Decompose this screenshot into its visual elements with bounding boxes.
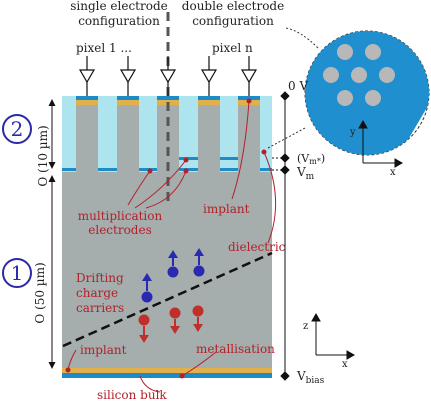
- silicon-pillars: [76, 100, 260, 172]
- charge-carriers-red: [138, 305, 204, 343]
- implant-upper-label: implant: [203, 202, 250, 216]
- voltage-axis: [272, 91, 290, 381]
- voltage-vm-star: (Vm*): [297, 153, 325, 166]
- multiplication-label-2: electrodes: [88, 223, 152, 237]
- config-single-line2: configuration: [78, 14, 160, 28]
- voltage-vm-sub: m: [305, 172, 315, 182]
- inset-connectors: [267, 27, 319, 149]
- voltage-vm-star-close: ): [320, 152, 326, 165]
- drifting-label-1: Drifting: [76, 271, 124, 285]
- annotation-dots: [65, 98, 267, 379]
- voltage-zero: 0 V: [288, 79, 309, 93]
- inset-axis-x: x: [390, 167, 396, 178]
- main-axis-x: x: [342, 359, 348, 370]
- annotation-leaders: [67, 100, 277, 393]
- config-single-line1: single electrode: [70, 0, 168, 13]
- charge-carriers-blue: [141, 248, 205, 303]
- voltage-bias-base: V: [297, 369, 306, 383]
- bottom-metallisation: [62, 373, 272, 378]
- inset-electrode-dots: [323, 44, 395, 106]
- silicon-bulk-region: [62, 172, 272, 368]
- inset-axis-y: y: [350, 127, 356, 138]
- drifting-label-3: carriers: [76, 301, 125, 315]
- thickness-top-label: O (10 µm): [36, 125, 50, 187]
- voltage-vm-star-open: (V: [297, 152, 310, 165]
- hexagon-pattern-icon: [305, 31, 429, 155]
- inset-magnifier: [304, 30, 430, 156]
- depletion-boundary: [62, 251, 273, 348]
- axes-icon: [358, 119, 404, 168]
- region-number-2: 2: [2, 114, 32, 144]
- multiplication-label-1: multiplication: [77, 209, 163, 223]
- voltage-bias: Vbias: [297, 370, 324, 386]
- metallisation-label: metallisation: [196, 342, 275, 356]
- dielectric-label: dielectric: [228, 240, 286, 254]
- pixel-last-label: pixel n: [212, 41, 253, 55]
- voltage-vm: Vm: [297, 166, 314, 182]
- implant-lower-label: implant: [80, 343, 127, 357]
- config-double-line1: double electrode: [181, 0, 285, 13]
- drifting-label-2: charge: [76, 286, 119, 300]
- voltage-bias-sub: bias: [305, 376, 325, 386]
- silicon-bulk-label: silicon bulk: [97, 388, 167, 402]
- amplifier-triangle-icon: [78, 56, 258, 96]
- axes-icon-main: [311, 312, 356, 360]
- bottom-implant: [62, 368, 272, 373]
- thickness-bulk-label: O (50 µm): [33, 262, 47, 324]
- voltage-vm-star-sub: m*: [309, 157, 321, 166]
- region-number-1: 1: [2, 258, 32, 288]
- pixel-first-label: pixel 1 ...: [76, 41, 132, 55]
- main-axis-z: z: [303, 321, 309, 332]
- voltage-vm-base: V: [297, 165, 306, 179]
- config-double-line2: configuration: [192, 14, 274, 28]
- top-electrodes: [76, 96, 260, 100]
